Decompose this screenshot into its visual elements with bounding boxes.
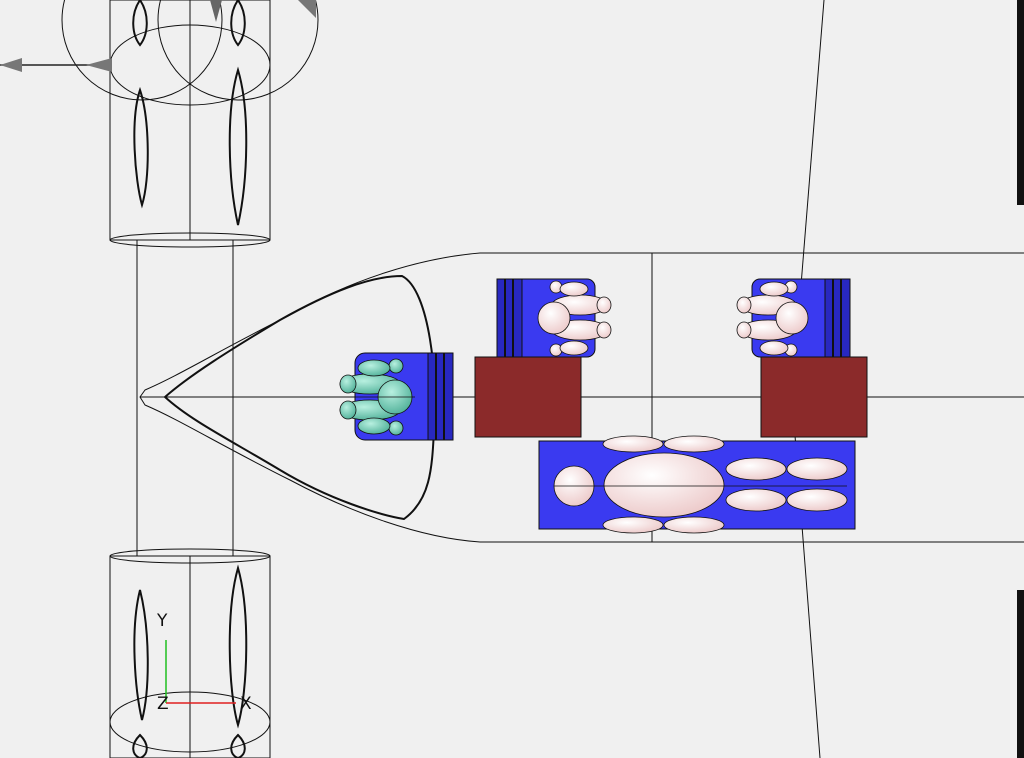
arrow-left-icon xyxy=(0,58,112,72)
axis-label-x: X xyxy=(240,694,252,714)
rotor-blade xyxy=(210,0,222,22)
upper-nacelle xyxy=(61,0,319,248)
stretcher-patient xyxy=(553,435,848,534)
passenger-figure-right xyxy=(736,280,809,357)
passenger-figure-left xyxy=(537,280,612,357)
axis-triad-icon xyxy=(165,640,236,704)
rotor-blade xyxy=(298,0,316,18)
cargo-box-right xyxy=(760,356,868,438)
axis-label-y: Y xyxy=(157,611,168,631)
cargo-box-left xyxy=(474,356,582,438)
lower-nacelle xyxy=(109,548,271,758)
axis-label-z: Z xyxy=(157,694,169,714)
wing-tip-lower xyxy=(1017,590,1024,758)
wing-tip-upper xyxy=(1017,0,1024,205)
pilot-figure xyxy=(339,358,415,436)
wing-root-frame xyxy=(136,239,234,557)
